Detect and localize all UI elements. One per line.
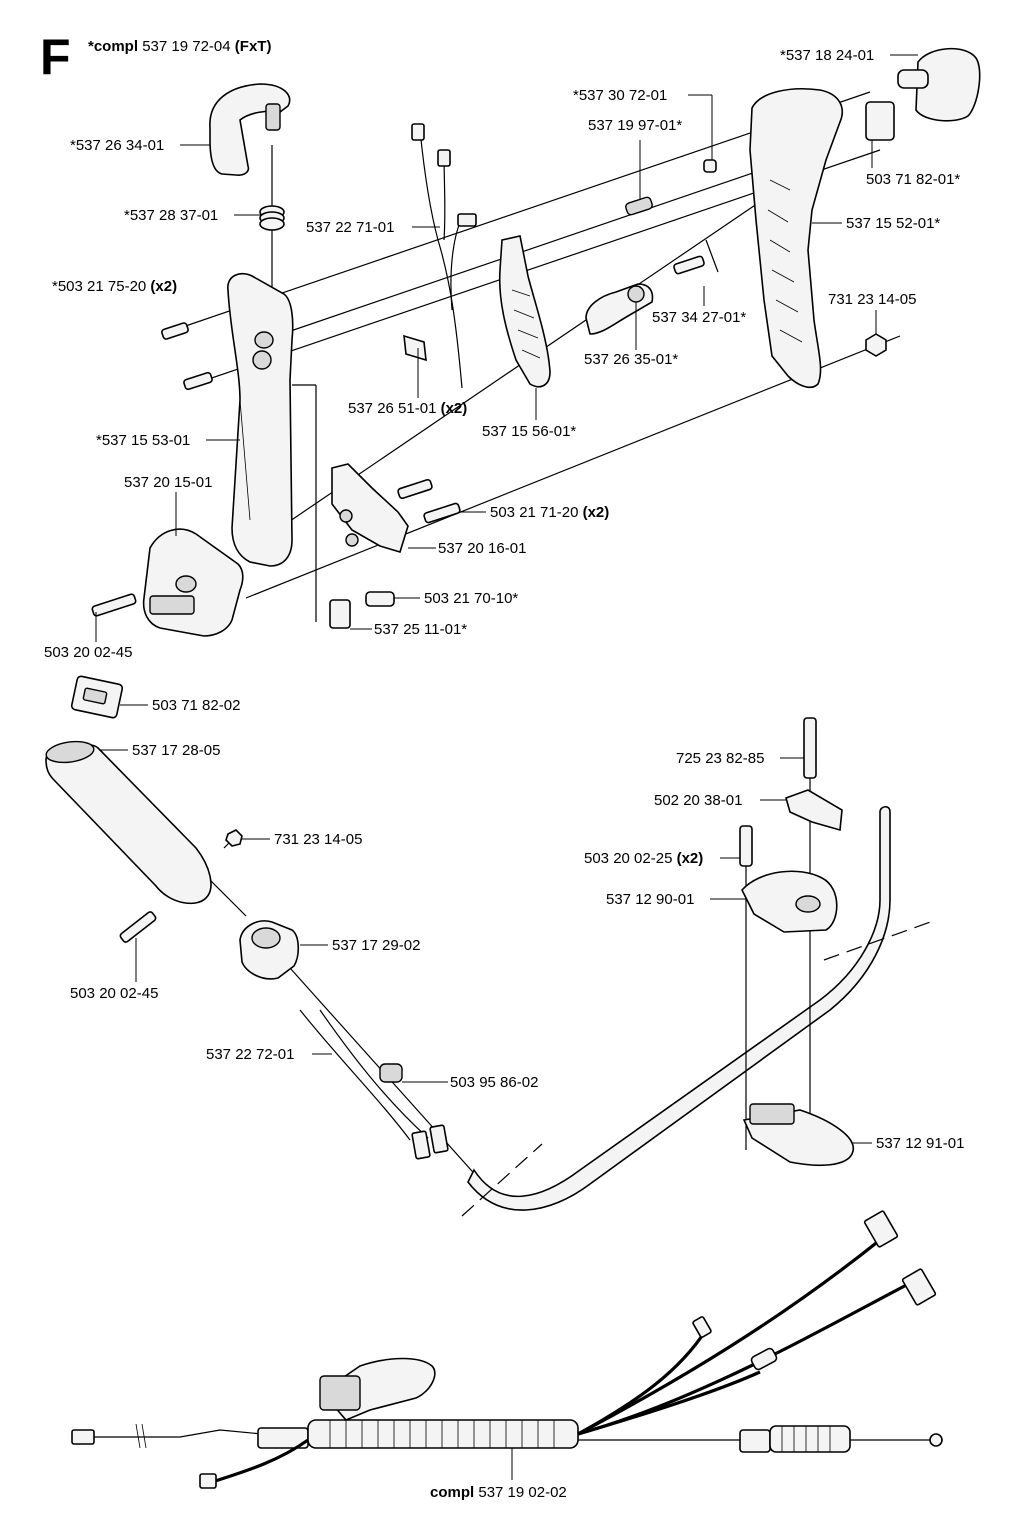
quantity: (x2) [150,278,178,295]
right-handle-body [749,88,844,389]
part-label: 537 17 28-05 [132,742,221,759]
part-label: 537 22 72-01 [206,1046,295,1063]
footer-label: compl 537 19 02-02 [430,1484,567,1501]
part-label: *537 28 37-01 [124,207,219,224]
part-label: 731 23 14-05 [274,831,363,848]
clip-part [403,334,427,362]
quantity: (x2) [582,504,610,521]
part-label-qty: *503 21 75-20 (x2) [52,278,177,295]
part-label: 537 22 71-01 [306,219,395,236]
part-label: 503 71 82-02 [152,697,241,714]
footer-number: 537 19 02-02 [478,1484,567,1501]
wire-harness-upper [411,123,477,389]
part-label-qty: 503 21 71-20 (x2) [490,504,609,521]
throttle-trigger [498,235,551,388]
part-label: 503 20 02-45 [70,985,159,1002]
part-label: 731 23 14-05 [828,291,917,308]
screws [91,322,461,617]
lower-housing [142,528,244,637]
part-label: 537 34 27-01* [652,309,747,326]
pin-part [703,159,717,173]
part-label: 503 71 82-01* [866,171,961,188]
left-handle-body [227,272,294,567]
knob-part [897,47,981,122]
part-label: 502 20 38-01 [654,792,743,809]
switch-part [70,675,124,719]
footer-prefix: compl [430,1484,475,1501]
header-prefix: *compl [88,38,139,55]
part-label: 537 17 29-02 [332,937,421,954]
part-number: 503 21 71-20 [490,504,579,521]
header-suffix: (FxT) [234,38,272,55]
section-letter: F [40,29,71,85]
part-label: 537 12 91-01 [876,1135,965,1152]
part-number: 537 26 51-01 [348,400,437,417]
handle-grip-part [209,83,291,176]
part-label-qty: 537 26 51-01 (x2) [348,400,467,417]
part-label: 537 20 16-01 [438,540,527,557]
loop-handle-assembly [45,717,937,1217]
part-label: 537 12 90-01 [606,891,695,908]
part-label: 503 20 02-45 [44,644,133,661]
part-label: 537 19 97-01* [588,117,683,134]
part-label: 537 25 11-01* [374,621,468,638]
switch-upper [865,101,895,141]
part-label: 537 15 56-01* [482,423,577,440]
spring-part [259,205,285,231]
header-number: 537 19 72-04 [142,38,231,55]
part-label: 537 26 35-01* [584,351,679,368]
part-label: 503 95 86-02 [450,1074,539,1091]
assembly-header: *compl 537 19 72-04 (FxT) [88,38,271,55]
nut-part [865,333,887,357]
part-number: *503 21 75-20 [52,278,147,295]
cable-harness [71,1210,943,1489]
part-label: 503 21 70-10* [424,590,519,607]
lever-part [585,255,705,335]
bracket-part [329,463,409,629]
part-number: 503 20 02-25 [584,850,673,867]
part-label: *537 26 34-01 [70,137,165,154]
part-label: *537 18 24-01 [780,47,875,64]
part-label: *537 15 53-01 [96,432,191,449]
part-label: *537 30 72-01 [573,87,668,104]
part-label: 725 23 82-85 [676,750,765,767]
spring-small [625,196,653,216]
part-label-qty: 503 20 02-25 (x2) [584,850,703,867]
part-label: 537 15 52-01* [846,215,941,232]
quantity: (x2) [676,850,704,867]
leader-lines [95,54,918,1480]
part-label: 537 20 15-01 [124,474,213,491]
quantity: (x2) [440,400,468,417]
